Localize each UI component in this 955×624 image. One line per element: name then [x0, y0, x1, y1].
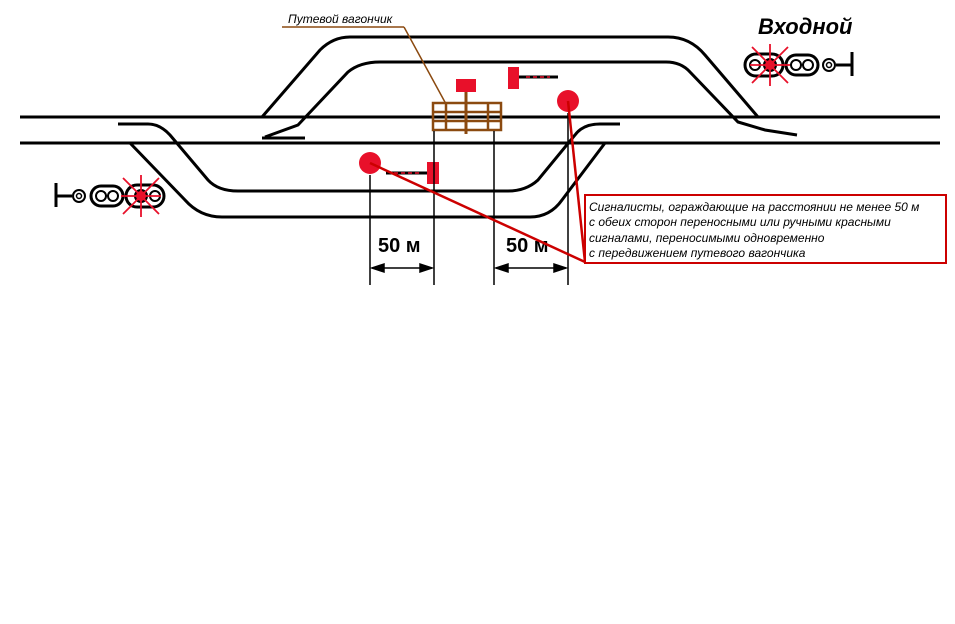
entry-signal-right-lamp-4: [802, 59, 814, 71]
portable-red-signal-icon: [508, 67, 558, 89]
entry-signal-right-lamp-3: [790, 59, 802, 71]
upper-siding: [260, 35, 798, 140]
callout-leader-left: [369, 161, 586, 264]
upper-siding-outer-rail: [260, 35, 760, 118]
lower-siding: [118, 122, 620, 219]
upper-siding-inner-rail: [264, 60, 798, 139]
distance-arrow-right: [493, 262, 569, 274]
entry-signal-left-lamp-3: [107, 190, 119, 202]
callout-line-1: Сигналисты, ограждающие на расстоянии не…: [589, 200, 919, 214]
entry-signal-left-lamp-1-core: [75, 192, 83, 200]
portable-signal-upper-plate: [508, 67, 519, 89]
lower-siding-inner-rail: [118, 122, 620, 193]
callout-line-3: сигналами, переносимыми одновременно: [589, 231, 825, 245]
distance-arrow-left: [369, 262, 435, 274]
callout-box: [584, 194, 947, 264]
distance-label-right: 50 м: [506, 235, 549, 257]
dimension-lines: [369, 113, 569, 285]
callout-leader-right: [566, 100, 587, 263]
trolley-red-flag: [456, 79, 476, 92]
callout-line-2: с обеих сторон переносными или ручными к…: [589, 215, 891, 229]
entry-signal-left: [54, 175, 166, 217]
trolley-leader-line: [403, 26, 447, 105]
lower-siding-outer-rail: [128, 141, 607, 219]
distance-label-left: 50 м: [378, 235, 421, 257]
entry-signal-label: Входной: [758, 14, 853, 39]
track-trolley-icon: [431, 92, 503, 134]
hand-signal-lower-plate: [427, 162, 439, 184]
trolley-label: Путевой вагончик: [288, 12, 394, 26]
entry-signal-left-glow: [121, 175, 161, 217]
callout-line-4: с передвижением путевого вагончика: [589, 246, 806, 260]
entry-signal-right-glow: [750, 44, 790, 86]
entry-signal-right: [743, 44, 854, 86]
entry-signal-left-lamp-2: [95, 190, 107, 202]
entry-signal-right-lamp-5-core: [825, 61, 833, 69]
callout-leaders: [369, 100, 587, 264]
